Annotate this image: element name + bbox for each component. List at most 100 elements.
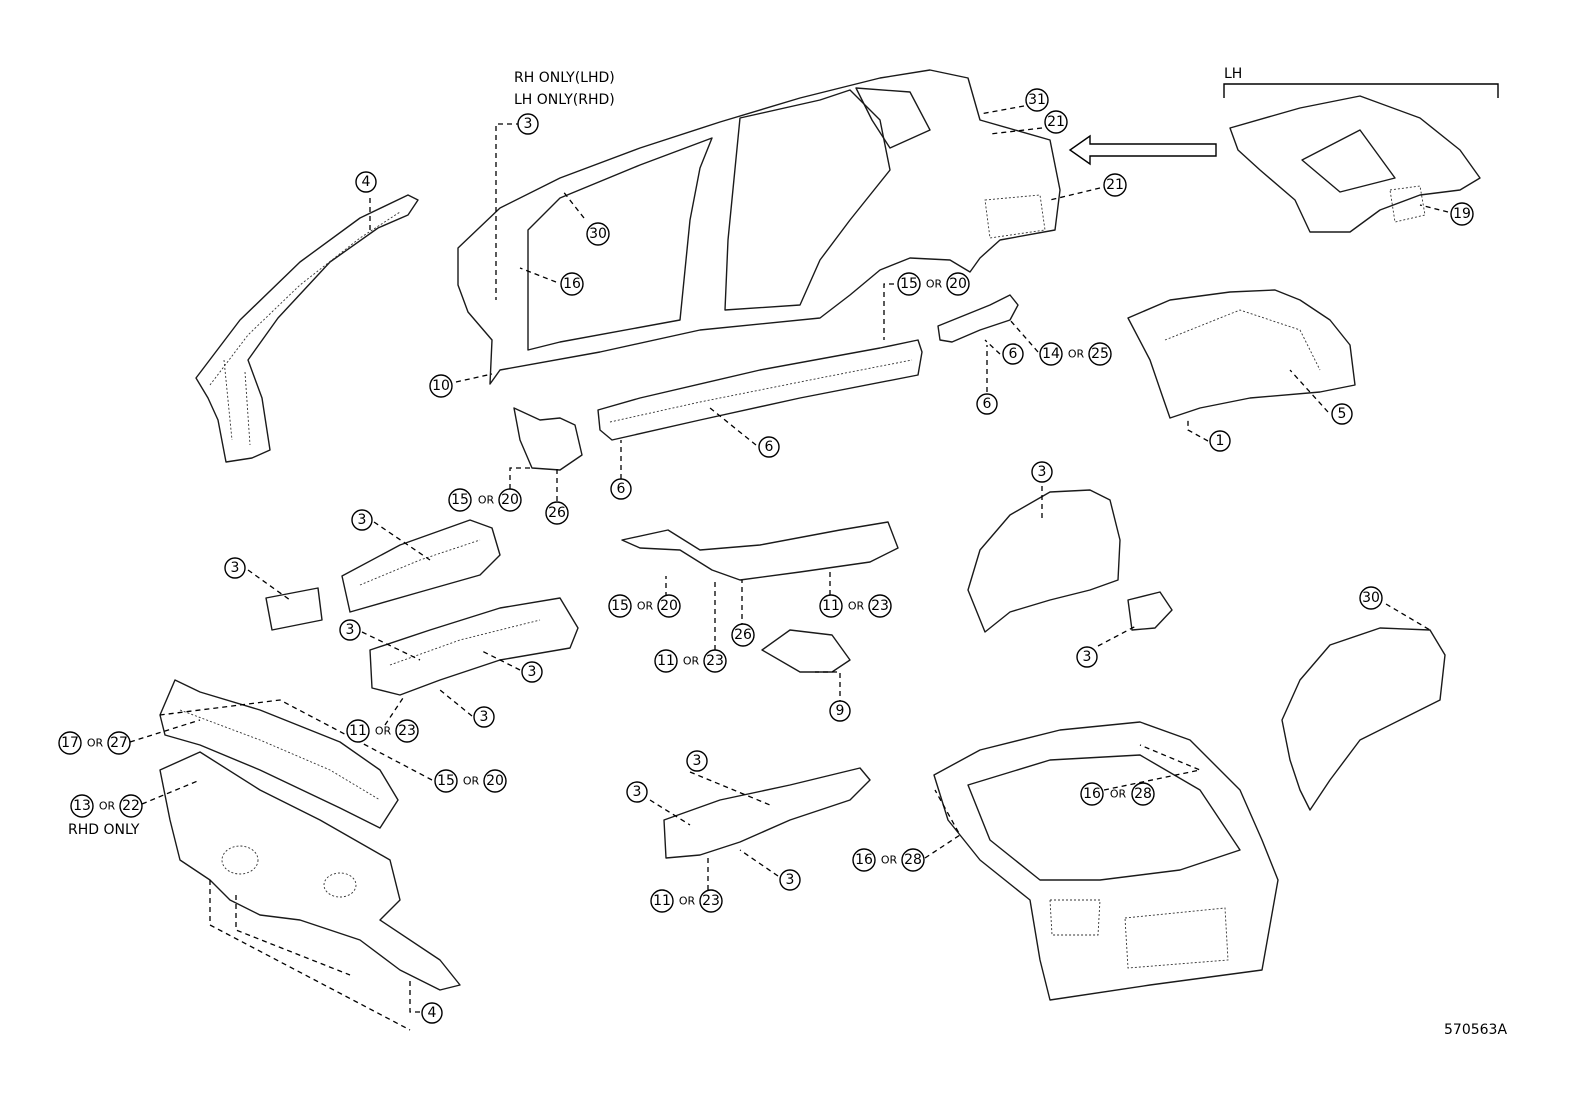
callout-31: 31: [1025, 88, 1049, 112]
callout-14: 14: [1039, 342, 1063, 366]
callout-3-mid2: 3: [224, 557, 246, 579]
svg-text:10: 10: [432, 378, 450, 394]
svg-text:22: 22: [122, 798, 140, 814]
svg-text:11: 11: [657, 653, 675, 669]
or-label: OR: [99, 800, 116, 813]
callout-11-rear: 11: [650, 889, 674, 913]
callout-23-floor2: 23: [703, 649, 727, 673]
callout-30-top: 30: [586, 222, 610, 246]
svg-text:6: 6: [765, 439, 774, 455]
or-label: OR: [1110, 788, 1127, 801]
callout-23-mid: 23: [395, 719, 419, 743]
svg-text:3: 3: [1038, 464, 1047, 480]
callout-15-dash: 15: [434, 769, 458, 793]
svg-text:15: 15: [437, 773, 455, 789]
rear-inner-panel-part: [1127, 289, 1356, 419]
svg-text:5: 5: [1338, 406, 1347, 422]
or-label: OR: [683, 655, 700, 668]
callout-23-rear: 23: [699, 889, 723, 913]
callout-3-rear2: 3: [626, 781, 648, 803]
callout-16-side: 16: [560, 272, 584, 296]
callout-28-gate2: 28: [901, 848, 925, 872]
callout-19: 19: [1450, 202, 1474, 226]
callout-3-mid5: 3: [473, 706, 495, 728]
callout-3-mid1: 3: [351, 509, 373, 531]
svg-text:21: 21: [1047, 114, 1065, 130]
svg-text:13: 13: [73, 798, 91, 814]
sill-bracket-part: [937, 294, 1019, 343]
callout-11-mid: 11: [346, 719, 370, 743]
note-lh-only-rhd: LH ONLY(RHD): [514, 92, 615, 108]
or-label: OR: [637, 600, 654, 613]
callout-15-sill: 15: [897, 272, 921, 296]
floor-bracket-part: [513, 407, 583, 471]
or-label: OR: [926, 278, 943, 291]
small-plate-part: [265, 587, 323, 631]
callout-6-b: 6: [976, 393, 998, 415]
svg-text:27: 27: [110, 735, 128, 751]
callout-1: 1: [1209, 430, 1231, 452]
svg-text:23: 23: [398, 723, 416, 739]
svg-text:20: 20: [486, 773, 504, 789]
svg-text:11: 11: [653, 893, 671, 909]
callout-23-floor: 23: [868, 594, 892, 618]
callout-15-floor: 15: [608, 594, 632, 618]
callout-4-dash: 4: [421, 1002, 443, 1024]
or-label: OR: [848, 600, 865, 613]
or-label: OR: [463, 775, 480, 788]
svg-text:20: 20: [501, 492, 519, 508]
svg-text:3: 3: [786, 872, 795, 888]
front-side-member-lower-part: [369, 597, 579, 696]
svg-text:3: 3: [524, 116, 533, 132]
callout-4-pillar: 4: [355, 171, 377, 193]
callout-3-wheel: 3: [1031, 461, 1053, 483]
svg-text:19: 19: [1453, 206, 1471, 222]
svg-text:1: 1: [1216, 433, 1225, 449]
callout-16-gate1: 16: [1080, 782, 1104, 806]
side-outer-panel-part: [457, 69, 1061, 385]
callout-11-floor2: 11: [654, 649, 678, 673]
callout-22: 22: [119, 794, 143, 818]
front-pillar-part: [195, 194, 419, 463]
svg-text:26: 26: [548, 505, 566, 521]
callout-15-bracket: 15: [448, 488, 472, 512]
svg-text:25: 25: [1091, 346, 1109, 362]
dash-panel-part: [159, 751, 461, 991]
wheel-house-part: [967, 489, 1173, 633]
svg-text:3: 3: [358, 512, 367, 528]
svg-text:15: 15: [451, 492, 469, 508]
callout-11-floor: 11: [819, 594, 843, 618]
callout-21-b: 21: [1103, 173, 1127, 197]
callout-20-floor: 20: [657, 594, 681, 618]
svg-text:23: 23: [871, 598, 889, 614]
svg-text:16: 16: [1083, 786, 1101, 802]
back-door-part: [933, 721, 1279, 1001]
svg-text:3: 3: [693, 753, 702, 769]
svg-text:30: 30: [1362, 590, 1380, 606]
front-side-member-upper-part: [341, 519, 501, 613]
svg-text:15: 15: [611, 598, 629, 614]
callout-3-rear3: 3: [779, 869, 801, 891]
svg-text:21: 21: [1106, 177, 1124, 193]
callout-13: 13: [70, 794, 94, 818]
svg-text:28: 28: [1134, 786, 1152, 802]
svg-text:6: 6: [1009, 346, 1018, 362]
callout-17: 17: [58, 731, 82, 755]
callout-30-wheel: 30: [1359, 586, 1383, 610]
callout-3-mid4: 3: [521, 661, 543, 683]
note-rhd-only: RHD ONLY: [68, 822, 140, 838]
or-label: OR: [881, 854, 898, 867]
or-label: OR: [375, 725, 392, 738]
callout-6-d: 6: [610, 478, 632, 500]
svg-text:9: 9: [836, 703, 845, 719]
svg-text:4: 4: [362, 174, 371, 190]
note-rh-only-lhd: RH ONLY(LHD): [514, 70, 615, 86]
lh-bracket: [1223, 83, 1499, 98]
svg-text:31: 31: [1028, 92, 1046, 108]
svg-text:6: 6: [983, 396, 992, 412]
or-label: OR: [87, 737, 104, 750]
svg-text:28: 28: [904, 852, 922, 868]
svg-text:26: 26: [734, 627, 752, 643]
lh-quarter-panel-part: [1229, 95, 1481, 233]
